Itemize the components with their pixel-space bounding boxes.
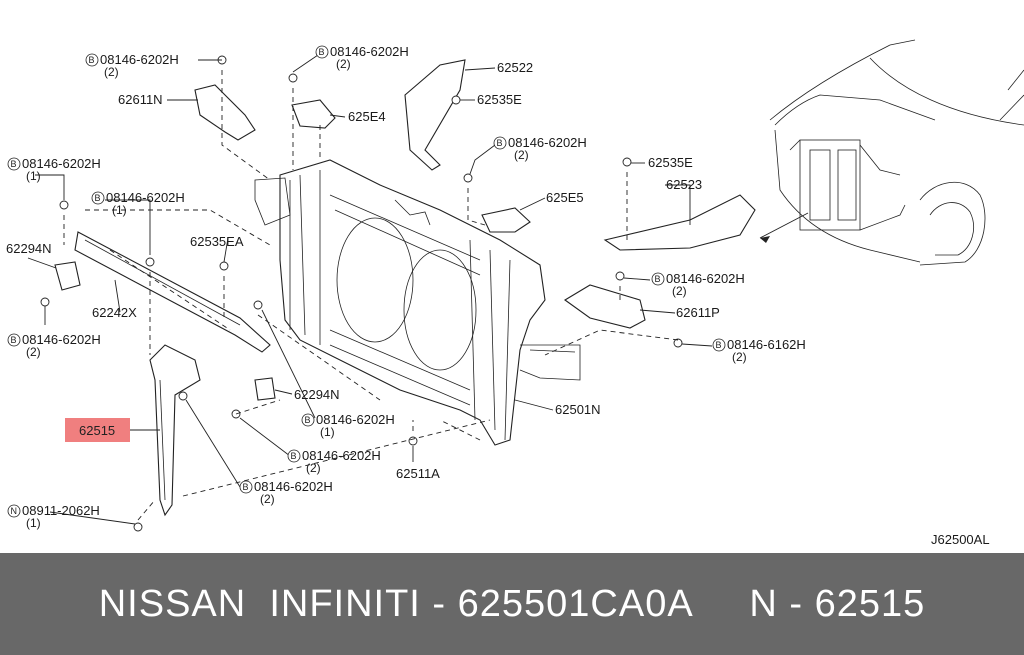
b-circle-icon <box>239 480 253 494</box>
part-label: 625E5 <box>546 190 584 205</box>
part-label: 62611N <box>118 92 163 107</box>
b-circle-icon <box>7 333 21 347</box>
b-circle-icon <box>315 45 329 59</box>
bolt-icon <box>40 297 50 307</box>
callout-number: 08146-6202H <box>302 448 381 463</box>
part-number-caption: NISSAN INFINITI - 625501CA0A N - 62515 <box>98 582 926 625</box>
part-label: 62294N <box>6 241 52 256</box>
part-label: 62242X <box>92 305 137 320</box>
callout-prefix: B <box>11 335 17 345</box>
callout-number: 08146-6202H <box>22 156 101 171</box>
b-circle-icon <box>85 53 99 67</box>
callout-prefix: B <box>716 340 722 350</box>
b-circle-icon <box>651 272 665 286</box>
callout-qty: (2) <box>26 345 41 359</box>
exploded-view-drawing: B 08146-6202H (2) B 08146-6202H (2) 6252… <box>6 39 1024 547</box>
bolt-icon <box>615 271 625 281</box>
part-label: 62611P <box>676 305 720 320</box>
callout-prefix: B <box>497 138 503 148</box>
callout-number: 08146-6202H <box>330 44 409 59</box>
vehicle-front-illustration <box>759 39 1024 266</box>
callout-number: 08146-6202H <box>106 190 185 205</box>
callout-prefix: B <box>243 482 249 492</box>
nut-icon <box>133 522 143 532</box>
clip-icon <box>451 95 461 105</box>
bolt-icon <box>145 257 155 267</box>
b-circle-icon <box>301 413 315 427</box>
assembly-dashed-lines <box>63 70 679 521</box>
callout-prefix: B <box>95 193 101 203</box>
clip-icon <box>219 261 229 271</box>
leader-lines <box>27 54 713 525</box>
b-circle-icon <box>287 449 301 463</box>
bolt-icon <box>673 338 683 348</box>
part-label: 62523 <box>666 177 702 192</box>
callout-qty: (2) <box>260 492 275 506</box>
part-label: 625E4 <box>348 109 386 124</box>
callout-qty: (2) <box>732 350 747 364</box>
callout-number: 08146-6202H <box>22 332 101 347</box>
callout-prefix: B <box>291 451 297 461</box>
callout-number: 08146-6202H <box>254 479 333 494</box>
parts-diagram: B 08146-6202H (2) B 08146-6202H (2) 6252… <box>6 39 1024 547</box>
bolt-icon <box>463 173 473 183</box>
part-label: 62535E <box>477 92 522 107</box>
b-circle-icon <box>493 136 507 150</box>
radiator-core-support-62501N <box>254 159 581 446</box>
b-circle-icon <box>91 191 105 205</box>
callout-prefix: B <box>319 47 325 57</box>
diagram-code: J62500AL <box>931 532 990 547</box>
callout-number: 08146-6202H <box>100 52 179 67</box>
footer-banner: NISSAN INFINITI - 625501CA0A N - 62515 <box>0 553 1024 655</box>
callout-qty: (1) <box>26 169 41 183</box>
callout-qty: (1) <box>112 203 127 217</box>
part-label: 62535E <box>648 155 693 170</box>
b-circle-icon <box>7 157 21 171</box>
callout-qty: (1) <box>320 425 335 439</box>
bolt-icon <box>59 200 69 210</box>
callout-prefix: B <box>305 415 311 425</box>
b-circle-icon <box>712 338 726 352</box>
bolt-icon <box>178 391 188 401</box>
callout-prefix: B <box>89 55 95 65</box>
callout-qty: (1) <box>26 516 41 530</box>
callout-labels: B 08146-6202H (2) B 08146-6202H (2) 6252… <box>6 44 990 547</box>
bolt-icon <box>288 73 298 83</box>
small-brackets <box>54 59 756 401</box>
callout-number: 08146-6202H <box>508 135 587 150</box>
bolt-icon <box>408 436 418 446</box>
stay-62515 <box>149 344 201 517</box>
part-label: 62294N <box>294 387 340 402</box>
callout-number: 08146-6162H <box>727 337 806 352</box>
highlighted-part-label: 62515 <box>79 423 115 438</box>
highlight-box <box>65 418 130 442</box>
callout-qty: (2) <box>104 65 119 79</box>
callout-qty: (2) <box>336 57 351 71</box>
callout-qty: (2) <box>306 461 321 475</box>
part-label: 62511A <box>396 466 440 481</box>
part-label: 62535EA <box>190 234 244 249</box>
part-label: 62522 <box>497 60 533 75</box>
callout-number: 08911-2062H <box>22 503 100 518</box>
clip-icon <box>622 157 632 167</box>
callout-prefix: B <box>11 159 17 169</box>
callout-qty: (2) <box>514 148 529 162</box>
callout-prefix: B <box>655 274 661 284</box>
callout-prefix: N <box>11 506 18 516</box>
n-circle-icon <box>7 504 21 518</box>
callout-number: 08146-6202H <box>666 271 745 286</box>
bolt-icon <box>253 300 263 310</box>
part-label: 62501N <box>555 402 601 417</box>
callout-number: 08146-6202H <box>316 412 395 427</box>
callout-qty: (2) <box>672 284 687 298</box>
